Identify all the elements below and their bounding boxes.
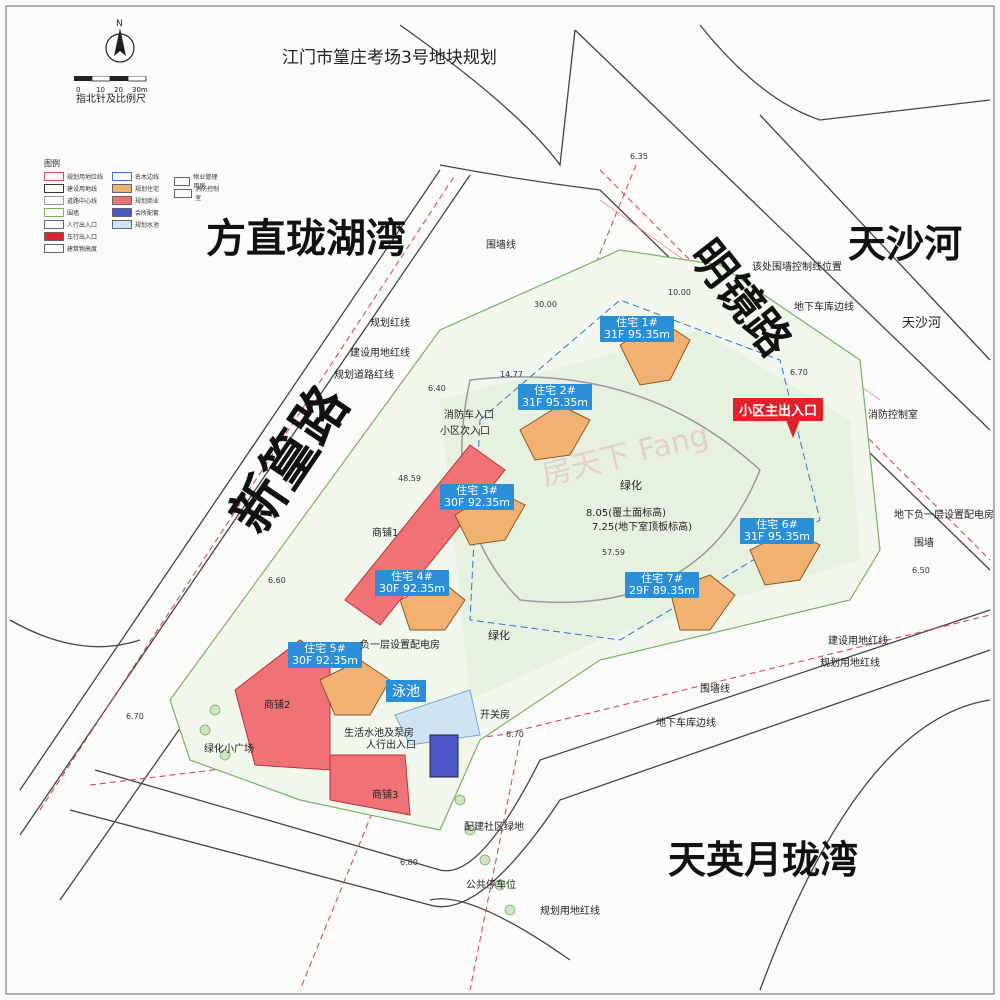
annot-shop-3: 商铺3 <box>372 790 399 801</box>
elevation-label: 6.35 <box>630 152 648 161</box>
annot-garage-edge-2: 地下车库边线 <box>656 718 716 729</box>
annot-garage-edge: 地下车库边线 <box>794 302 854 313</box>
elevation-label: 6.70 <box>506 730 524 739</box>
north-label: N <box>116 19 123 29</box>
dimension-label: 30.00 <box>534 300 557 309</box>
scale-tick-0: 0 <box>76 86 81 94</box>
annot-wall-line-2: 围墙线 <box>700 684 730 695</box>
dimension-label: 57.59 <box>602 548 625 557</box>
label-fangzhi: 方直珑湖湾 <box>206 216 406 262</box>
legend-item: 车行出入口 <box>44 232 97 241</box>
elevation-label: 6.40 <box>428 384 446 393</box>
dimension-label: 14.77 <box>500 370 523 379</box>
annot-switch-room: 开关房 <box>480 710 510 721</box>
annot-level-2: 7.25(地下室顶板标高) <box>592 522 693 533</box>
annot-water: 生活水池及泵房 <box>344 728 414 739</box>
annot-plan-red-3: 规划用地红线 <box>540 906 600 917</box>
scale-caption: 指北针及比例尺 <box>76 94 146 105</box>
annot-pedestrian: 人行出入口 <box>366 740 416 751</box>
scale-tick-10: 10 <box>96 86 105 94</box>
dimension-label: 10.00 <box>668 288 691 297</box>
map-legend: 图例 规划用地红线 建设用地线 道路中心线 围墙 人行出入口 车行出入口 建筑物… <box>44 158 222 266</box>
legend-item: 道路中心线 <box>44 196 97 205</box>
legend-item: 规划商业 <box>112 196 159 205</box>
legend-item: 名木边线 <box>112 172 159 181</box>
legend-item: 人行出入口 <box>44 220 97 229</box>
entrance-arrow-icon <box>786 420 800 438</box>
annot-green-square: 绿化小广场 <box>204 744 254 755</box>
annot-substation-2: 负一层设置配电房 <box>360 640 440 651</box>
pool-tag: 泳池 <box>386 680 426 702</box>
compass-rose: N <box>95 18 145 88</box>
legend-item: 规划用地红线 <box>44 172 103 181</box>
annot-build-line: 建设用地红线 <box>350 348 410 359</box>
label-tianshahe: 天沙河 <box>848 222 963 266</box>
annot-wall: 围墙 <box>914 538 934 549</box>
building-1-tag: 住宅 1#31F 95.35m <box>600 316 675 342</box>
annot-fire-entry: 消防车入口 <box>444 410 494 421</box>
annot-substation: 地下负一层设置配电房 <box>894 510 994 521</box>
legend-item: 消防控制室 <box>174 184 222 202</box>
scale-tick-30: 30m <box>132 86 148 94</box>
legend-title: 图例 <box>44 159 60 168</box>
annot-shop-1: 商铺1 <box>372 528 399 539</box>
annot-green-2: 绿化 <box>488 629 510 642</box>
annot-shop-2: 商铺2 <box>264 700 291 711</box>
north-arrow-icon <box>105 28 135 63</box>
annot-wall-line: 围墙线 <box>486 240 516 251</box>
annot-community: 配建社区绿地 <box>464 822 524 833</box>
building-5-tag: 住宅 5#30F 92.35m <box>288 642 363 668</box>
legend-item: 规划住宅 <box>112 184 159 193</box>
map-title: 江门市篁庄考场3号地块规划 <box>282 48 497 68</box>
annot-plan-red-line: 规划红线 <box>370 318 410 329</box>
label-tianshahe-small: 天沙河 <box>902 316 942 331</box>
legend-item: 围墙 <box>44 208 79 217</box>
building-6-tag: 住宅 6#31F 95.35m <box>740 518 815 544</box>
legend-item: 建设用地线 <box>44 184 97 193</box>
annot-green-1: 绿化 <box>620 479 642 492</box>
building-3-tag: 住宅 3#30F 92.35m <box>440 484 515 510</box>
main-entrance-tag: 小区主出入口 <box>733 398 824 421</box>
building-7-tag: 住宅 7#29F 89.35m <box>625 572 700 598</box>
elevation-label: 6.50 <box>912 566 930 575</box>
annot-fire-control: 消防控制室 <box>868 410 918 421</box>
building-4-tag: 住宅 4#30F 92.35m <box>375 570 450 596</box>
annot-level: 8.05(覆土面标高) <box>586 508 667 519</box>
elevation-label: 6.70 <box>790 368 808 377</box>
legend-item: 建筑物高度 <box>44 244 97 253</box>
dimension-label: 48.59 <box>398 474 421 483</box>
elevation-label: 6.80 <box>400 858 418 867</box>
annot-road-red: 规划道路红线 <box>334 370 394 381</box>
legend-item: 规划水池 <box>112 220 159 229</box>
annot-public-parking: 公共停车位 <box>466 880 516 891</box>
building-2-tag: 住宅 2#31F 95.35m <box>518 384 593 410</box>
legend-item: 会所配套 <box>112 208 159 217</box>
annot-plan-red: 规划用地红线 <box>820 658 880 669</box>
annot-build-red: 建设用地红线 <box>828 636 888 647</box>
annot-wall-control: 该处围墙控制线位置 <box>752 262 842 273</box>
legend-item: 物业管理用房 <box>174 172 222 190</box>
scale-bar <box>74 76 147 82</box>
elevation-label: 6.60 <box>268 576 286 585</box>
label-tianying: 天英月珑湾 <box>668 838 859 882</box>
elevation-label: 6.70 <box>126 712 144 721</box>
scale-tick-20: 20 <box>114 86 123 94</box>
annot-small-entry: 小区次入口 <box>440 426 490 437</box>
